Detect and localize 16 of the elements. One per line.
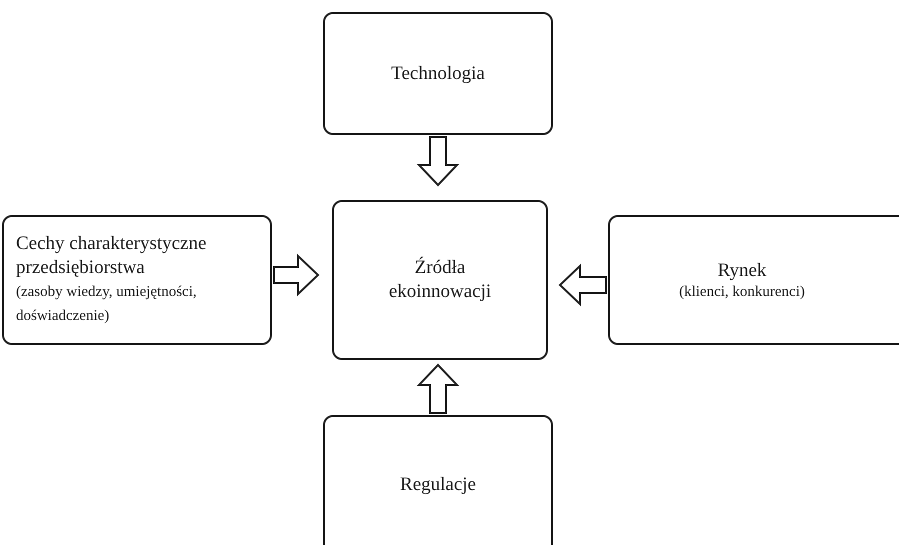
box-title: Źródła ekoinnowacji <box>388 256 492 304</box>
rounded-box <box>608 215 899 345</box>
box-subtitle: (klienci, konkurenci) <box>679 283 805 301</box>
block-arrow <box>273 254 320 296</box>
rounded-box <box>323 415 553 545</box>
box-title: Rynek <box>718 259 766 283</box>
rounded-box <box>2 215 272 345</box>
rounded-box <box>323 12 553 135</box>
block-arrow <box>416 136 460 186</box>
block-arrow <box>416 364 460 414</box>
box-title: Regulacje <box>400 473 476 497</box>
rounded-box <box>332 200 548 360</box>
block-arrow <box>558 264 607 306</box>
box-subtitle: (zasoby wiedzy, umiejętności, doświadczenie) <box>16 283 198 326</box>
box-title: Cechy charakterystyczne przedsiębiorstwa <box>16 232 208 280</box>
box-title: Technologia <box>391 62 485 86</box>
